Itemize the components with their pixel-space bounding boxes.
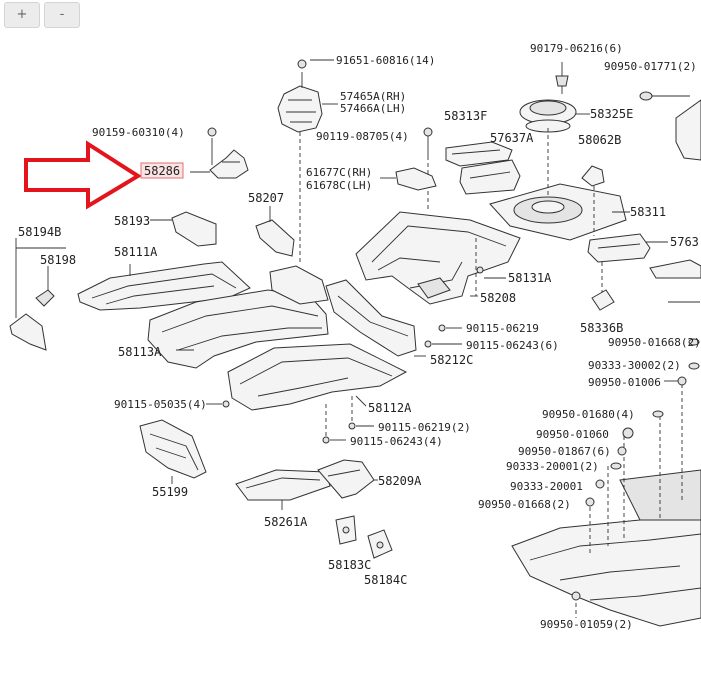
label-90159: 90159-60310(4)	[92, 126, 185, 139]
part-5763-shape	[587, 233, 701, 279]
part-58313-shape	[445, 141, 513, 167]
part-58311-shape	[489, 128, 630, 241]
label-58198: 58198	[40, 253, 76, 267]
part-underbody-right	[511, 384, 701, 627]
label-57637: 57637A	[490, 131, 534, 145]
label-90333-30002: 90333-30002(2)	[588, 359, 681, 372]
label-55199: 55199	[152, 485, 188, 499]
bolts-90115-middle	[424, 324, 462, 348]
part-58062-shape	[581, 165, 605, 236]
part-58261-shape	[235, 469, 331, 510]
part-61677-shape	[380, 167, 437, 191]
part-90119-shape	[423, 127, 433, 210]
label-90950-01668-b: 90950-01668(2)	[478, 498, 571, 511]
label-58209: 58209A	[378, 474, 422, 488]
part-58183-shape	[335, 515, 357, 545]
bolts-90115-lower	[206, 396, 374, 444]
label-58193: 58193	[114, 214, 150, 228]
label-91651: 91651-60816(14)	[336, 54, 435, 67]
part-58336-shape	[591, 262, 700, 311]
label-90333-20001-b: 90333-20001	[510, 480, 583, 493]
label-90950-01668-a: 90950-01668(2)	[608, 336, 701, 349]
label-57465: 57465A(RH)	[340, 90, 406, 103]
label-90950-01867: 90950-01867(6)	[518, 445, 611, 458]
part-55199-shape	[139, 419, 207, 484]
label-58111: 58111A	[114, 245, 158, 259]
label-58184: 58184C	[364, 573, 407, 587]
zoom-controls: + -	[4, 2, 80, 28]
part-57637-shape	[459, 159, 521, 195]
part-58325-shape	[519, 62, 590, 133]
label-58325: 58325E	[590, 107, 633, 121]
label-61678: 61678C(LH)	[306, 179, 372, 192]
label-90950-01680: 90950-01680(4)	[542, 408, 635, 421]
part-58212-shape	[325, 279, 426, 357]
label-90119: 90119-08705(4)	[316, 130, 409, 143]
label-58113: 58113A	[118, 345, 162, 359]
label-58131: 58131A	[508, 271, 552, 285]
label-90115-06219-a: 90115-06219	[466, 322, 539, 335]
part-58194-shape	[9, 238, 66, 351]
label-57466: 57466A(LH)	[340, 102, 406, 115]
label-58183: 58183C	[328, 558, 371, 572]
label-58212: 58212C	[430, 353, 473, 367]
label-58336: 58336B	[580, 321, 623, 335]
part-58113-shape	[147, 265, 329, 369]
part-58112-shape	[227, 343, 408, 411]
zoom-in-button[interactable]: +	[4, 2, 40, 28]
highlighted-part-label[interactable]: 58286	[144, 164, 180, 178]
label-58194: 58194B	[18, 225, 61, 239]
label-90950-01006: 90950-01006	[588, 376, 661, 389]
label-58112: 58112A	[368, 401, 412, 415]
label-90950-01059: 90950-01059(2)	[540, 618, 633, 631]
fasteners-right	[571, 338, 700, 601]
part-58111-shape	[77, 261, 251, 311]
part-58184-shape	[367, 529, 393, 559]
part-58286-shape	[190, 127, 249, 179]
label-58062: 58062B	[578, 133, 621, 147]
label-90333-20001-a: 90333-20001(2)	[506, 460, 599, 473]
label-5763: 5763	[670, 235, 699, 249]
label-90950-01060: 90950-01060	[536, 428, 609, 441]
label-58207: 58207	[248, 191, 284, 205]
label-90950-01771: 90950-01771(2)	[604, 60, 697, 73]
label-58261: 58261A	[264, 515, 308, 529]
part-58209-shape	[317, 459, 378, 499]
part-90950-01771-shape	[639, 91, 690, 101]
label-58313: 58313F	[444, 109, 487, 123]
label-58208: 58208	[480, 291, 516, 305]
label-90115-05035: 90115-05035(4)	[114, 398, 207, 411]
highlighted-part-box[interactable]	[140, 162, 184, 179]
label-90179: 90179-06216(6)	[530, 42, 623, 55]
highlight-arrow	[24, 140, 142, 210]
label-58311: 58311	[630, 205, 666, 219]
part-58193-shape	[150, 211, 217, 247]
label-90115-06243-b: 90115-06243(4)	[350, 435, 443, 448]
part-57465-shape	[277, 59, 338, 262]
part-58208-shape	[355, 211, 521, 305]
label-61677: 61677C(RH)	[306, 166, 372, 179]
zoom-out-button[interactable]: -	[44, 2, 80, 28]
part-58207-shape	[255, 206, 295, 257]
label-90115-06243-a: 90115-06243(6)	[466, 339, 559, 352]
label-90115-06219-b: 90115-06219(2)	[378, 421, 471, 434]
